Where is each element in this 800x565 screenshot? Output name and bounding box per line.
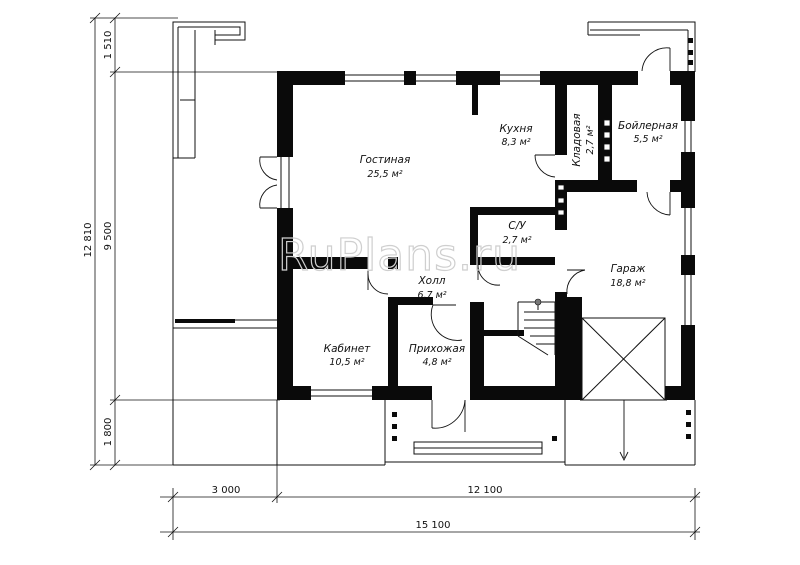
left-dimensions: 12 810 1 510 9 500 1 800 — [83, 12, 280, 471]
room-study-area: 10,5 м² — [329, 357, 364, 368]
exterior-walls — [277, 71, 695, 400]
pantry-shelves — [557, 119, 611, 216]
dim-left-middle: 9 500 — [103, 222, 114, 251]
dim-left-top: 1 510 — [103, 31, 114, 60]
room-entry-name: Прихожая — [409, 343, 465, 355]
room-wc-name: С/У — [508, 220, 526, 232]
doors — [259, 47, 671, 462]
watermark: RuPlans.ru — [278, 230, 521, 281]
garage-opening — [580, 317, 667, 401]
dim-left-bottom: 1 800 — [103, 418, 114, 447]
room-study-name: Кабинет — [324, 343, 372, 355]
dim-bottom-right: 12 100 — [468, 485, 503, 496]
room-hall-area: 6,7 м² — [417, 290, 446, 301]
room-pantry-area: 2,7 м² — [585, 125, 596, 154]
interior-walls — [293, 85, 695, 400]
room-living-name: Гостиная — [360, 154, 411, 166]
dim-bottom-total: 15 100 — [416, 520, 451, 531]
room-hall-name: Холл — [417, 275, 445, 287]
terrace-outline — [172, 21, 696, 466]
room-wc-area: 2,7 м² — [502, 235, 531, 246]
room-kitchen-area: 8,3 м² — [501, 137, 530, 148]
room-entry-area: 4,8 м² — [422, 357, 451, 368]
room-kitchen-name: Кухня — [499, 123, 532, 135]
bottom-dimensions: 3 000 12 100 15 100 — [160, 400, 701, 540]
room-pantry-name: Кладовая — [571, 113, 583, 166]
room-labels: Гостиная 25,5 м² Кухня 8,3 м² Кладовая 2… — [324, 113, 678, 368]
dim-bottom-left: 3 000 — [212, 485, 241, 496]
dim-left-total: 12 810 — [83, 223, 94, 258]
windows — [280, 74, 692, 397]
room-living-area: 25,5 м² — [367, 169, 402, 180]
stairs — [517, 298, 556, 356]
room-garage-area: 18,8 м² — [610, 278, 645, 289]
room-boiler-area: 5,5 м² — [633, 134, 662, 145]
room-garage-name: Гараж — [611, 263, 646, 275]
room-boiler-name: Бойлерная — [618, 120, 678, 132]
